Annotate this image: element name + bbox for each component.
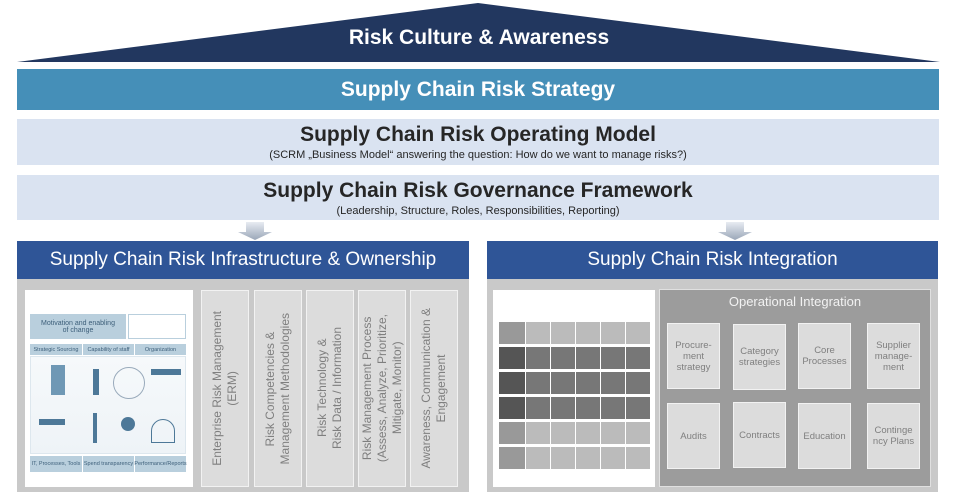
roof-shape — [17, 3, 940, 62]
gauge-icon — [151, 419, 175, 443]
process-row — [499, 322, 651, 344]
person-icon — [93, 369, 99, 395]
pillar-erm: Enterprise Risk Management (ERM) — [201, 290, 249, 487]
process-cell — [526, 322, 550, 344]
process-row-label — [499, 397, 525, 419]
process-cell — [551, 447, 575, 469]
governance-subtitle: (Leadership, Structure, Roles, Responsib… — [336, 205, 620, 217]
pillar-label: Risk Technology & Risk Data / Informatio… — [315, 327, 344, 450]
pillar-awareness: Awareness, Communication & Engagement — [410, 290, 458, 487]
pillar-process: Risk Management Process (Assess, Analyze… — [358, 290, 406, 487]
pillar-label: Enterprise Risk Management (ERM) — [210, 311, 239, 466]
process-cell — [601, 372, 625, 394]
process-row — [499, 397, 651, 419]
puzzle-label: Performance/Reports — [134, 456, 187, 472]
pillar-label: Risk Management Process (Assess, Analyze… — [359, 314, 404, 463]
process-cell — [626, 422, 650, 444]
process-cell — [601, 397, 625, 419]
roof-title: Risk Culture & Awareness — [348, 26, 610, 49]
process-row-label — [499, 422, 525, 444]
process-cell — [601, 422, 625, 444]
network-icon — [128, 314, 186, 339]
process-cell — [626, 397, 650, 419]
item-procurement-strategy: Procure- ment strategy — [667, 323, 720, 389]
item-core-processes: Core Processes — [798, 323, 851, 389]
process-row — [499, 447, 651, 469]
process-cell — [526, 422, 550, 444]
operating-model-title: Supply Chain Risk Operating Model — [300, 123, 656, 146]
process-cell — [576, 347, 600, 369]
process-cell — [626, 372, 650, 394]
process-cell — [576, 422, 600, 444]
process-cell — [576, 447, 600, 469]
process-cell — [551, 347, 575, 369]
operating-model-band: Supply Chain Risk Operating Model (SCRM … — [17, 119, 939, 165]
operating-model-subtitle: (SCRM „Business Model“ answering the que… — [269, 149, 687, 161]
capability-puzzle-image: Motivation and enabling of change Strate… — [25, 290, 193, 487]
item-supplier-management: Supplier manage- ment — [867, 323, 920, 389]
item-contracts: Contracts — [733, 402, 786, 468]
process-cell — [626, 322, 650, 344]
process-cell — [526, 347, 550, 369]
item-education: Education — [798, 403, 851, 469]
org-chart-icon — [151, 369, 181, 399]
process-cell — [576, 322, 600, 344]
puzzle-label: Capability of staff — [83, 344, 134, 355]
process-row-label — [499, 372, 525, 394]
process-cell — [601, 447, 625, 469]
item-contingency-plans: Continge ncy Plans — [867, 403, 920, 469]
process-cell — [551, 372, 575, 394]
item-audits: Audits — [667, 403, 720, 469]
process-cell — [551, 422, 575, 444]
bar-chart-icon — [93, 413, 97, 443]
it-icon — [39, 419, 65, 425]
pie-chart-icon — [121, 417, 135, 431]
process-cell — [601, 322, 625, 344]
integration-header: Supply Chain Risk Integration — [487, 241, 938, 279]
puzzle-label: IT, Processes, Tools — [30, 456, 82, 472]
operational-integration-title: Operational Integration — [728, 294, 862, 309]
pillar-competencies: Risk Competencies & Management Methodolo… — [254, 290, 302, 487]
item-category-strategies: Category strategies — [733, 324, 786, 390]
arrows-icon — [51, 365, 65, 395]
process-cell — [551, 322, 575, 344]
process-cell — [626, 447, 650, 469]
process-cell — [601, 347, 625, 369]
strategy-band: Supply Chain Risk Strategy — [17, 69, 939, 110]
governance-title: Supply Chain Risk Governance Framework — [263, 179, 693, 202]
down-arrow-icon — [718, 222, 752, 240]
process-row-label — [499, 347, 525, 369]
puzzle-pieces — [30, 356, 186, 454]
process-cell — [576, 397, 600, 419]
infrastructure-header: Supply Chain Risk Infrastructure & Owner… — [17, 241, 469, 279]
puzzle-label: Spend transparency — [83, 456, 134, 472]
pillar-label: Awareness, Communication & Engagement — [419, 308, 448, 469]
process-cell — [526, 372, 550, 394]
puzzle-top-label: Motivation and enabling of change — [30, 314, 126, 339]
governance-band: Supply Chain Risk Governance Framework (… — [17, 175, 939, 220]
process-row — [499, 422, 651, 444]
process-row — [499, 347, 651, 369]
process-row-label — [499, 447, 525, 469]
process-row-label — [499, 322, 525, 344]
process-cell — [526, 447, 550, 469]
radar-chart-icon — [113, 367, 145, 399]
process-cell — [576, 372, 600, 394]
process-cell — [551, 397, 575, 419]
puzzle-label: Strategic Sourcing — [30, 344, 82, 355]
process-cell — [626, 347, 650, 369]
pillar-label: Risk Competencies & Management Methodolo… — [263, 312, 292, 465]
process-row — [499, 372, 651, 394]
puzzle-label: Organization — [135, 344, 186, 355]
pillar-technology: Risk Technology & Risk Data / Informatio… — [306, 290, 354, 487]
process-cell — [526, 397, 550, 419]
down-arrow-icon — [238, 222, 272, 240]
